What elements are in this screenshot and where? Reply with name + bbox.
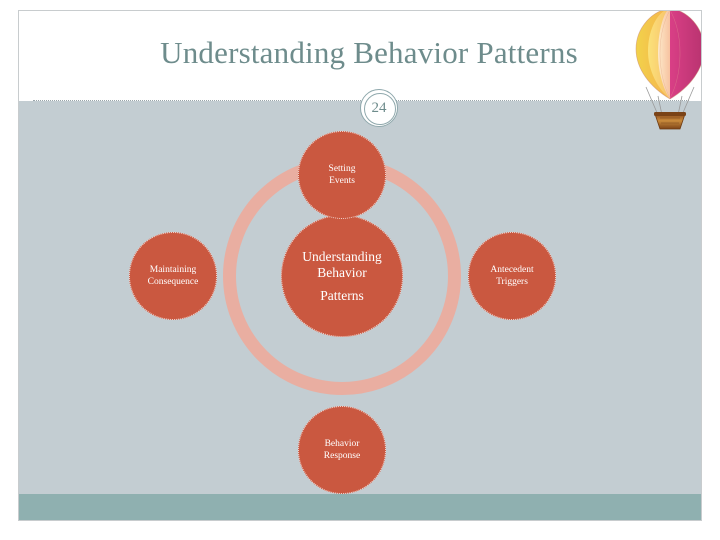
slide-header bbox=[19, 11, 701, 100]
node-maintaining-consequence-line1: Maintaining bbox=[149, 265, 197, 275]
page-number-text: 24 bbox=[371, 100, 387, 116]
node-behavior-response-line1: Behavior bbox=[324, 439, 360, 449]
node-center-line1: Understanding bbox=[302, 248, 382, 264]
node-maintaining-consequence-line2: Consequence bbox=[147, 277, 199, 287]
node-center-line3: Patterns bbox=[320, 287, 364, 303]
node-center-understanding-behavior-patterns[interactable]: Understanding Behavior Patterns bbox=[281, 215, 403, 337]
node-setting-events-line2: Events bbox=[329, 176, 355, 186]
node-setting-events-line1: Setting bbox=[328, 164, 356, 174]
node-setting-events[interactable]: Setting Events bbox=[298, 131, 386, 219]
node-behavior-response[interactable]: Behavior Response bbox=[298, 406, 386, 494]
node-behavior-response-line2: Response bbox=[323, 451, 361, 461]
node-maintaining-consequence[interactable]: Maintaining Consequence bbox=[129, 232, 217, 320]
node-antecedent-triggers-line2: Triggers bbox=[496, 277, 528, 287]
behavior-cycle-diagram: Understanding Behavior Patterns Setting … bbox=[19, 101, 701, 496]
page-title: Understanding Behavior Patterns bbox=[160, 35, 578, 70]
slide-canvas: Understanding Behavior Patterns 24 Under… bbox=[18, 10, 702, 521]
node-antecedent-triggers-line1: Antecedent bbox=[490, 265, 534, 275]
node-center-line2: Behavior bbox=[317, 264, 367, 280]
slide-footer-band bbox=[19, 494, 701, 520]
node-antecedent-triggers[interactable]: Antecedent Triggers bbox=[468, 232, 556, 320]
page-number-badge: 24 bbox=[360, 89, 398, 127]
